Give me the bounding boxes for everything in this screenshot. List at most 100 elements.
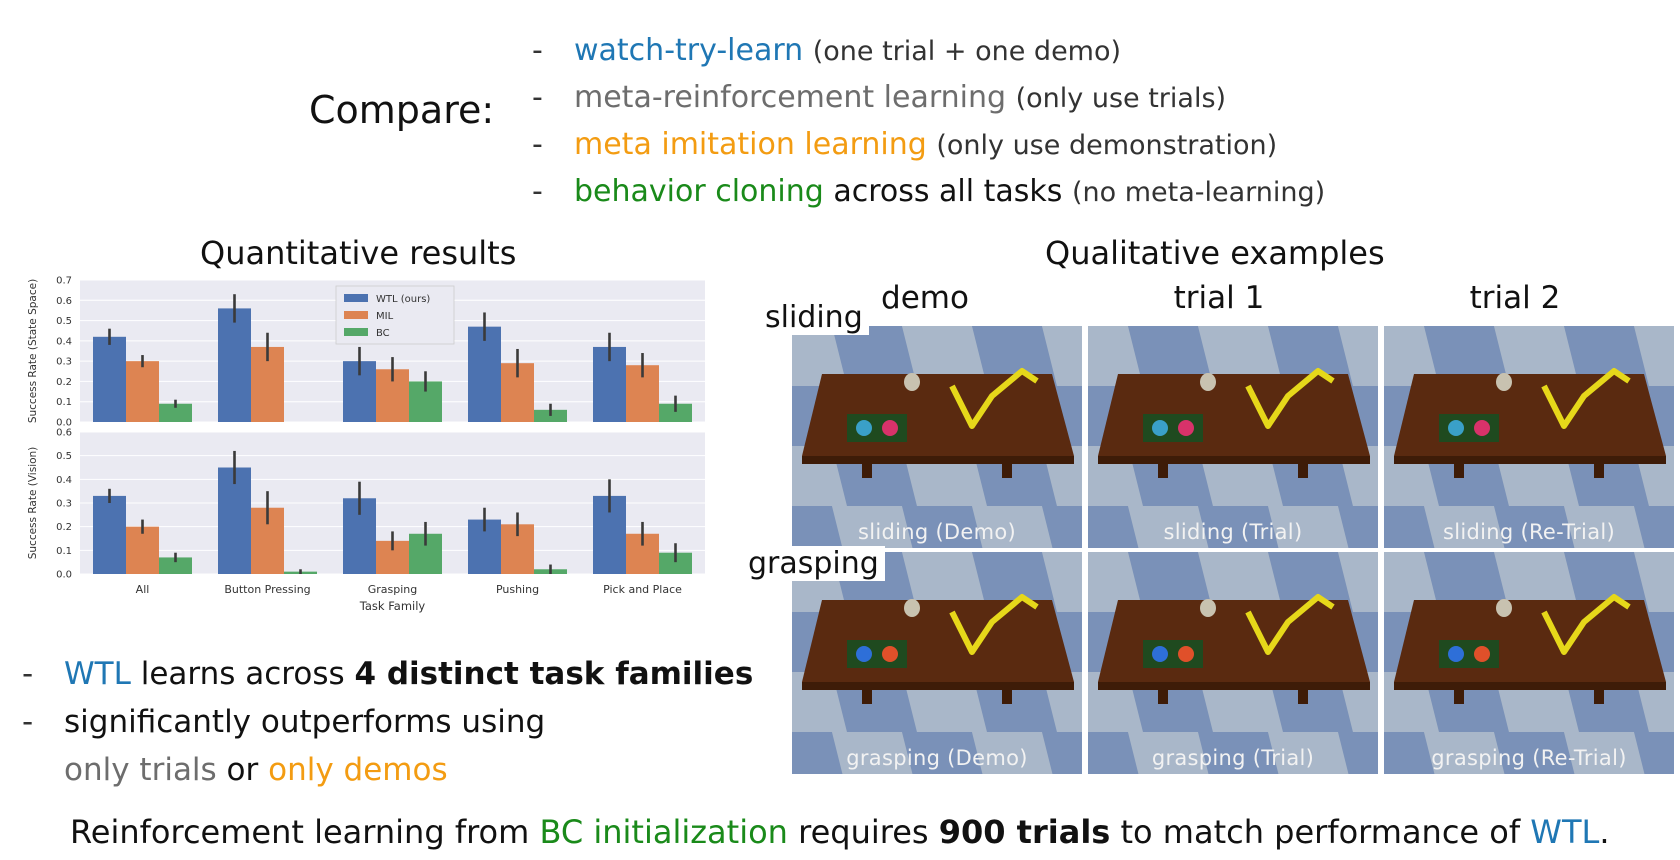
conclusion-text: to match performance of [1110, 813, 1531, 851]
bar [218, 308, 251, 422]
method-list: -watch-try-learn (one trial + one demo) … [532, 28, 1325, 216]
y-tick-label: 0.5 [56, 316, 72, 327]
trial-count: 900 trials [938, 813, 1111, 851]
x-axis-label: Task Family [359, 599, 426, 613]
method-item-bc: -behavior cloning across all tasks (no m… [532, 169, 1325, 216]
y-axis-label: Success Rate (Vision) [27, 447, 39, 560]
robot-scene-image [792, 326, 1082, 548]
x-tick-label: Pushing [496, 583, 539, 596]
finding-text: learns across [130, 656, 355, 692]
frame-caption: grasping (Re-Trial) [1431, 746, 1627, 770]
y-tick-label: 0.2 [56, 522, 72, 533]
finding-item: -significantly outperforms using [22, 698, 753, 746]
bullet-dash: - [532, 80, 543, 115]
legend-swatch [344, 311, 368, 319]
x-tick-label: Pick and Place [603, 583, 682, 596]
method-item-metarl: -meta-reinforcement learning (only use t… [532, 75, 1325, 122]
robot-scene-image [1088, 552, 1378, 774]
findings-list: -WTL learns across 4 distinct task famil… [22, 650, 753, 794]
robot-scene-image [1384, 326, 1674, 548]
wtl-label: WTL [64, 656, 131, 692]
method-item-mil: -meta imitation learning (only use demon… [532, 122, 1325, 169]
row-label-sliding: sliding [759, 300, 869, 335]
sim-frame-grasping-3: grasping (Re-Trial) [1384, 552, 1674, 774]
y-tick-label: 0.5 [56, 451, 72, 462]
y-tick-label: 0.3 [56, 357, 72, 368]
frame-caption: sliding (Re-Trial) [1442, 520, 1615, 544]
sim-frame-sliding-2: sliding (Trial) [1088, 326, 1378, 548]
y-tick-label: 0.3 [56, 499, 72, 510]
legend-label: WTL (ours) [376, 294, 430, 305]
conclusion-text: . [1599, 813, 1610, 851]
finding-text: or [216, 752, 269, 788]
method-note: (one trial + one demo) [812, 36, 1122, 67]
bullet-dash: - [532, 127, 543, 162]
conclusion-line: Reinforcement learning from BC initializ… [70, 813, 1609, 851]
frame-caption: grasping (Demo) [846, 746, 1028, 770]
method-note-plain: across all tasks [823, 174, 1072, 209]
quantitative-title: Quantitative results [200, 234, 517, 272]
legend-label: BC [376, 328, 390, 339]
y-tick-label: 0.7 [56, 276, 72, 287]
conclusion-text: requires [787, 813, 939, 851]
x-tick-label: Button Pressing [224, 583, 310, 596]
y-tick-label: 0.6 [56, 296, 72, 307]
x-tick-label: Grasping [368, 583, 418, 596]
y-tick-label: 0.1 [56, 397, 72, 408]
column-label-demo: demo [881, 280, 969, 316]
bar [159, 557, 192, 574]
bar [659, 403, 692, 422]
y-tick-label: 0.2 [56, 377, 72, 388]
bullet-dash: - [532, 174, 543, 209]
only-trials-label: only trials [64, 752, 217, 788]
sim-frame-grasping-2: grasping (Trial) [1088, 552, 1378, 774]
sim-frame-sliding-1: sliding (Demo) [792, 326, 1082, 548]
robot-scene-image [1384, 552, 1674, 774]
bar [659, 552, 692, 574]
legend-label: MIL [376, 311, 394, 322]
frame-caption: grasping (Trial) [1151, 746, 1315, 770]
bar [93, 336, 126, 422]
bar [159, 403, 192, 422]
y-tick-label: 0.4 [56, 336, 72, 347]
frame-caption: sliding (Trial) [1163, 520, 1303, 544]
row-label-grasping: grasping [742, 546, 885, 581]
wtl-label: WTL [1530, 813, 1600, 851]
y-tick-label: 0.0 [56, 570, 72, 581]
y-tick-label: 0.4 [56, 475, 72, 486]
y-tick-label: 0.0 [56, 418, 72, 429]
method-name: meta imitation learning [574, 127, 927, 162]
compare-label: Compare: [309, 88, 495, 132]
sim-frame-grasping-1: grasping (Demo) [792, 552, 1082, 774]
bullet-dash: - [532, 33, 543, 68]
method-name: watch-try-learn [574, 33, 804, 68]
bar-chart: 0.0 0.1 0.2 0.3 0.4 0.5 0.6 0.7 Success Rate (St… [27, 276, 705, 613]
column-label-trial-1: trial 1 [1173, 280, 1265, 316]
frame-caption: sliding (Demo) [857, 520, 1017, 544]
y-tick-label: 0.1 [56, 546, 72, 557]
method-name: meta-reinforcement learning [574, 80, 1007, 115]
method-note: (only use trials) [1015, 83, 1227, 114]
method-name: behavior cloning [574, 174, 824, 209]
y-axis-label: Success Rate (State Space) [27, 279, 39, 423]
method-note: (only use demonstration) [936, 130, 1278, 161]
qualitative-title: Qualitative examples [1045, 234, 1385, 272]
bc-init-label: BC initialization [539, 813, 788, 851]
only-demos-label: only demos [268, 752, 448, 788]
method-note: (no meta-learning) [1071, 177, 1326, 208]
bullet-dash: - [22, 704, 34, 740]
method-item-wtl: -watch-try-learn (one trial + one demo) [532, 28, 1325, 75]
x-tick-label: All [136, 583, 150, 596]
robot-scene-image [1088, 326, 1378, 548]
sim-frame-sliding-3: sliding (Re-Trial) [1384, 326, 1674, 548]
finding-item-continuation: -only trials or only demos [22, 746, 753, 794]
bullet-dash: - [22, 656, 34, 692]
finding-emphasis: 4 distinct task families [354, 656, 754, 692]
robot-scene-image [792, 552, 1082, 774]
finding-text: significantly outperforms using [64, 704, 546, 740]
bar [218, 467, 251, 574]
bar [468, 326, 501, 422]
bar [126, 526, 159, 574]
finding-item: -WTL learns across 4 distinct task famil… [22, 650, 753, 698]
legend-swatch [344, 328, 368, 336]
